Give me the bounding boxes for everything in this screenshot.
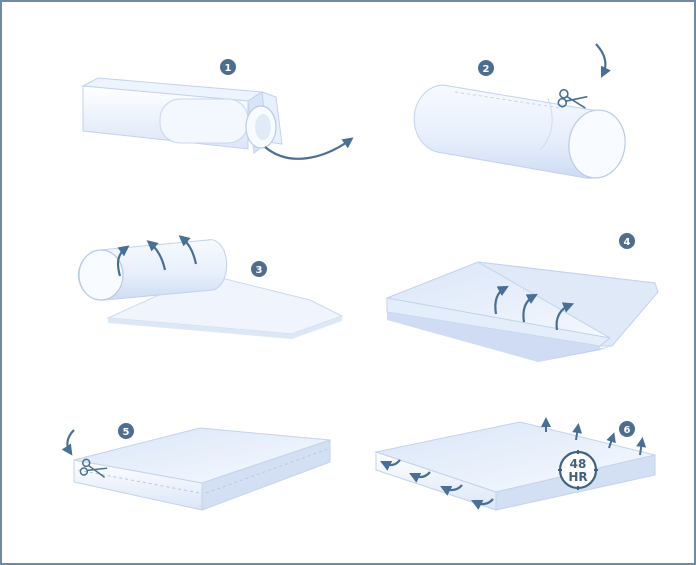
step-badge-6: 6 — [619, 421, 635, 437]
step-badge-2: 2 — [478, 60, 494, 76]
step-number: 4 — [624, 237, 631, 248]
step-number: 6 — [624, 425, 631, 436]
step-badge-3: 3 — [251, 261, 267, 277]
clock-hours-text: 48 — [570, 457, 587, 471]
step-badge-5: 5 — [118, 423, 134, 439]
step-badge-1: 1 — [220, 59, 236, 75]
step-badge-4: 4 — [619, 233, 635, 249]
step-number: 3 — [256, 265, 263, 276]
step-number: 2 — [483, 64, 490, 75]
step-number: 1 — [225, 63, 232, 74]
step-number: 5 — [123, 427, 130, 438]
clock-unit-text: HR — [568, 470, 587, 484]
